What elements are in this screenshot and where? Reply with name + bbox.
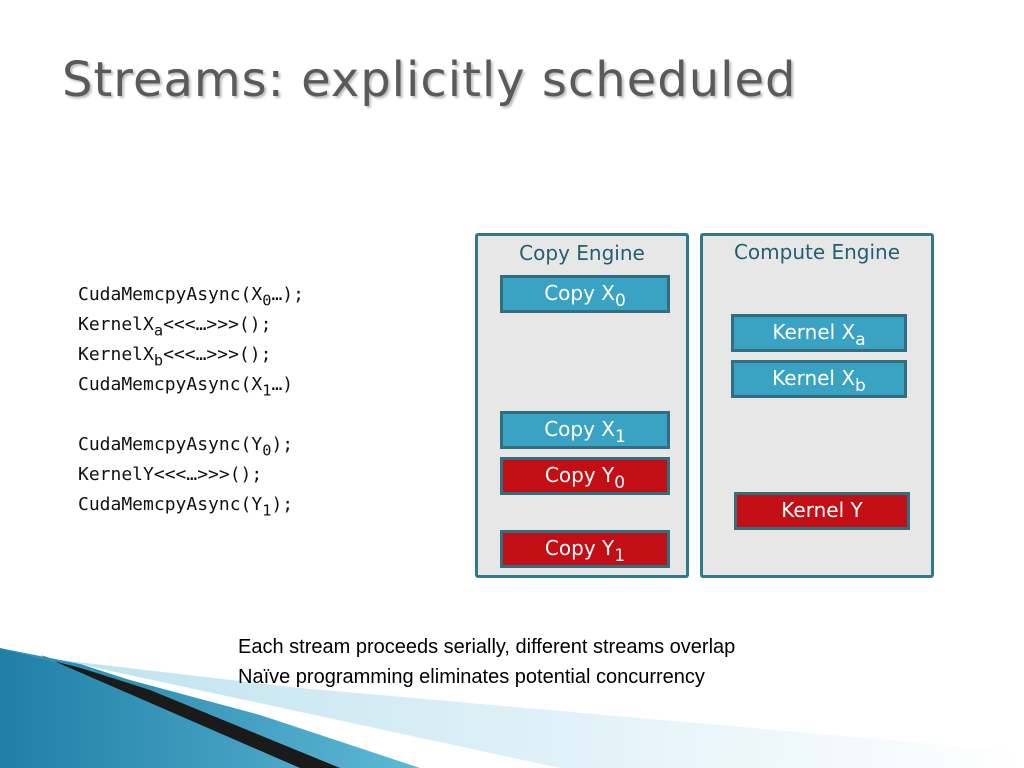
slide-title: Streams: explicitly scheduled <box>62 52 797 108</box>
compute-engine-panel: Compute Engine Kernel Xa Kernel Xb Kerne… <box>700 233 934 578</box>
caption-line-2: Naïve programming eliminates potential c… <box>238 666 705 688</box>
copy-y1-box: Copy Y1 <box>500 530 670 568</box>
copy-engine-panel: Copy Engine Copy X0 Copy X1 Copy Y0 Copy… <box>475 233 689 578</box>
code-line: CudaMemcpyAsync(X1…) <box>78 374 294 400</box>
kernel-xa-box: Kernel Xa <box>731 314 907 352</box>
code-line: CudaMemcpyAsync(Y1); <box>78 494 294 520</box>
caption-line-1: Each stream proceeds serially, different… <box>238 636 736 658</box>
compute-engine-title: Compute Engine <box>733 240 901 264</box>
copy-y0-box: Copy Y0 <box>500 457 670 495</box>
code-block: CudaMemcpyAsync(X0…); KernelXa<<<…>>>();… <box>78 280 304 520</box>
code-line: KernelXb<<<…>>>(); <box>78 344 272 370</box>
code-line: CudaMemcpyAsync(Y0); <box>78 434 294 460</box>
copy-x1-box: Copy X1 <box>500 411 670 449</box>
copy-engine-title: Copy Engine <box>519 241 645 265</box>
code-line: KernelXa<<<…>>>(); <box>78 314 272 340</box>
copy-x0-box: Copy X0 <box>500 275 670 313</box>
caption: Each stream proceeds serially, different… <box>238 632 735 692</box>
kernel-y-box: Kernel Y <box>734 492 910 530</box>
code-line: KernelY<<<…>>>(); <box>78 464 263 485</box>
kernel-xb-box: Kernel Xb <box>731 360 907 398</box>
code-line: CudaMemcpyAsync(X0…); <box>78 284 304 310</box>
